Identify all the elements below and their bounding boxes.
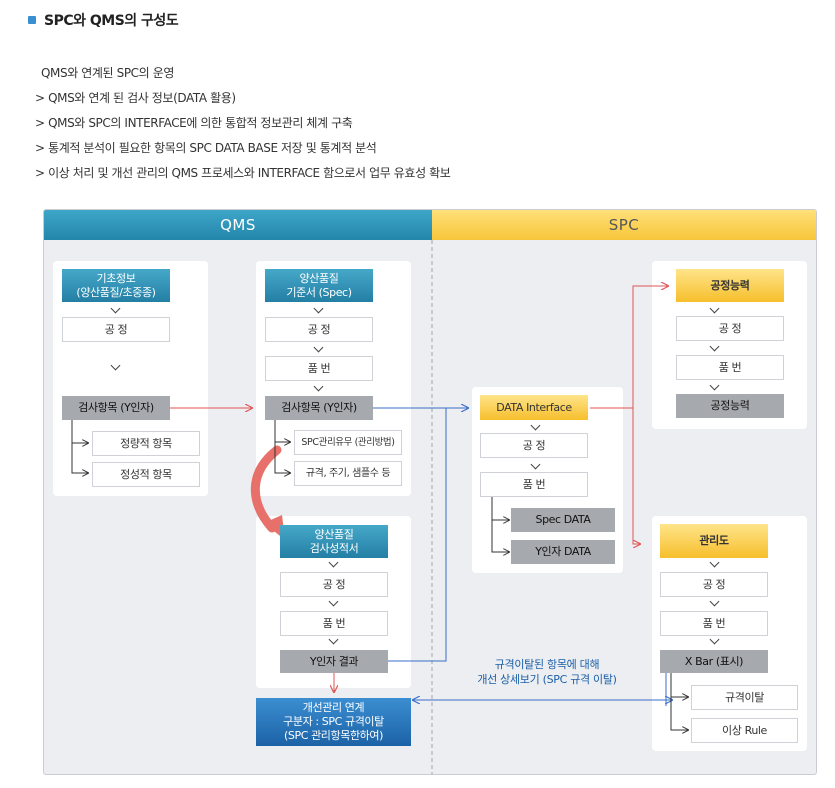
capability-process-box: 공 정 bbox=[676, 316, 784, 341]
spc-header: SPC bbox=[432, 210, 816, 240]
report-title: 양산품질 검사성적서 bbox=[280, 525, 388, 558]
interface-process-box: 공 정 bbox=[480, 433, 588, 458]
qms-spc-diagram: QMS SPC bbox=[43, 209, 817, 775]
page-title: SPC와 QMS의 구성도 bbox=[44, 13, 179, 29]
report-process-box: 공 정 bbox=[280, 572, 388, 597]
quantitative-item-box: 정량적 항목 bbox=[92, 431, 200, 456]
intro-heading: QMS와 연계된 SPC의 운영 bbox=[41, 66, 174, 80]
control-process-box: 공 정 bbox=[660, 572, 768, 597]
spec-part-box: 품 번 bbox=[265, 356, 373, 381]
abnormal-rule-box: 이상 Rule bbox=[691, 718, 798, 743]
bullet-3: > 통계적 분석이 필요한 항목의 SPC DATA BASE 저장 및 통계적… bbox=[35, 141, 377, 155]
qualitative-item-box: 정성적 항목 bbox=[92, 462, 200, 487]
deviation-box: 규격이탈 bbox=[691, 685, 798, 710]
capability-part-box: 품 번 bbox=[676, 355, 784, 380]
title-row: SPC와 QMS의 구성도 bbox=[28, 10, 179, 30]
spec-inspection-box: 검사항목 (Y인자) bbox=[265, 396, 373, 420]
bullet-1: > QMS와 연계 된 검사 정보(DATA 활용) bbox=[35, 91, 236, 105]
improvement-link-box: 개선관리 연계 구분자 : SPC 규격이탈 (SPC 관리항목한하여) bbox=[256, 698, 411, 746]
bullet-4: > 이상 처리 및 개선 관리의 QMS 프로세스와 INTERFACE 함으로… bbox=[35, 166, 451, 180]
capability-title: 공정능력 bbox=[676, 269, 784, 302]
bullet-2: > QMS와 SPC의 INTERFACE에 의한 통합적 정보관리 체계 구축 bbox=[35, 116, 353, 130]
title-bullet-icon bbox=[28, 16, 36, 24]
report-part-box: 품 번 bbox=[280, 611, 388, 636]
y-data-box: Y인자 DATA bbox=[511, 540, 615, 564]
data-interface-title: DATA Interface bbox=[480, 395, 588, 420]
qms-header: QMS bbox=[44, 210, 432, 240]
basic-inspection-box: 검사항목 (Y인자) bbox=[62, 396, 170, 420]
spec-title: 양산품질 기준서 (Spec) bbox=[265, 269, 373, 302]
basic-info-title: 기초정보 (양산품질/초중종) bbox=[62, 269, 170, 302]
connector-lines bbox=[71, 240, 816, 774]
spec-process-box: 공 정 bbox=[265, 317, 373, 342]
xbar-box: X Bar (표시) bbox=[660, 650, 768, 673]
basic-process-box: 공 정 bbox=[62, 317, 170, 342]
report-result-box: Y인자 결과 bbox=[280, 650, 388, 673]
interface-part-box: 품 번 bbox=[480, 472, 588, 497]
spc-manage-box: SPC관리유무 (관리방법) bbox=[294, 430, 402, 455]
control-chart-title: 관리도 bbox=[660, 524, 768, 558]
spec-data-box: Spec DATA bbox=[511, 508, 615, 532]
control-part-box: 품 번 bbox=[660, 611, 768, 636]
capability-result-box: 공정능력 bbox=[676, 394, 784, 418]
spec-rules-box: 규격, 주기, 샘플수 등 bbox=[294, 461, 402, 486]
link-note: 규격이탈된 항목에 대해 개선 상세보기 (SPC 규격 이탈) bbox=[477, 658, 617, 686]
